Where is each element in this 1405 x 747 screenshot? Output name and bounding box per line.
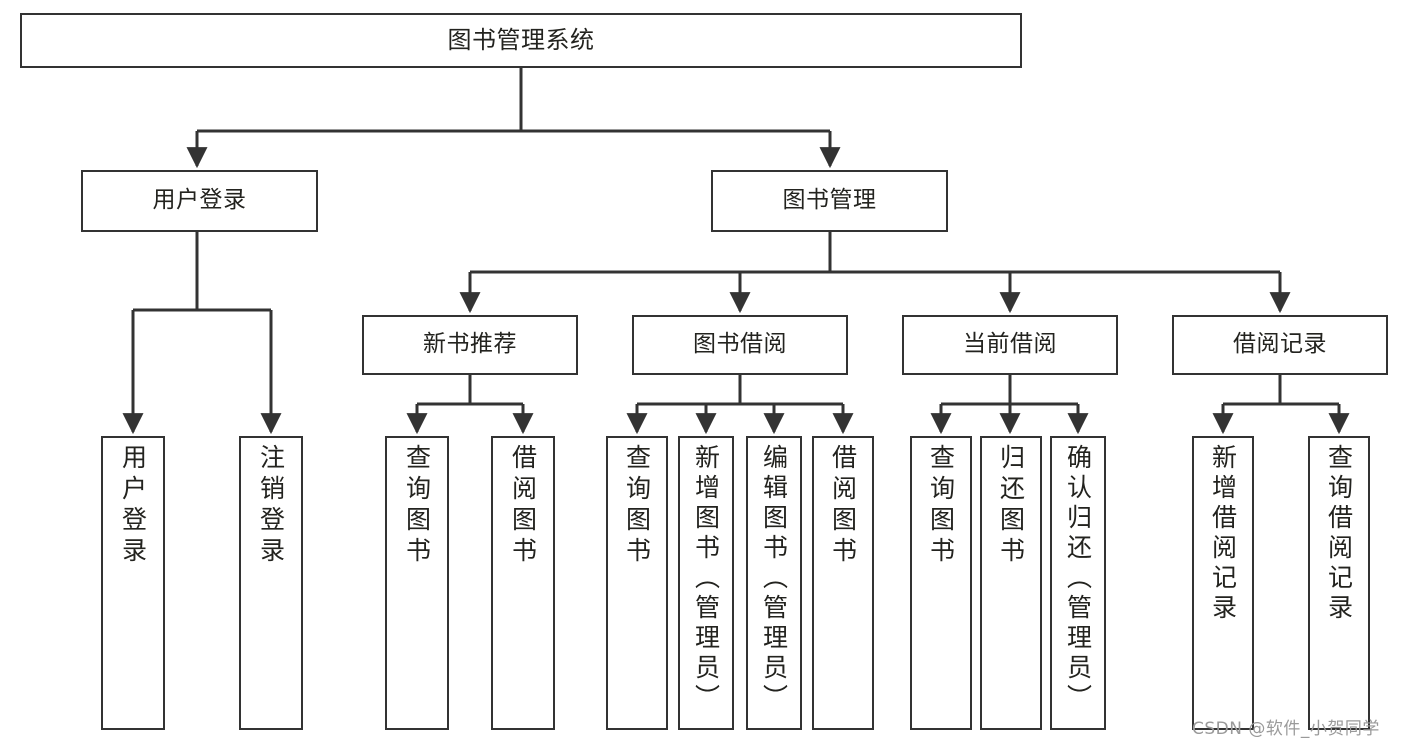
node-new-book-recommend[interactable]: 新书推荐 [362,315,578,375]
csdn-watermark: CSDN @软件_小贺同学 [1192,719,1380,739]
node-leaf-confirm-return-label: 确认归还（管理员） [1063,444,1093,714]
node-leaf-logout[interactable]: 注销登录 [239,436,303,730]
node-leaf-borrow-book-1-label: 借阅图书 [508,444,538,568]
node-leaf-query-book-1[interactable]: 查询图书 [385,436,449,730]
node-leaf-add-record-label: 新增借阅记录 [1208,444,1238,624]
node-borrow-record-label: 借阅记录 [1233,331,1327,358]
node-leaf-borrow-book-2-label: 借阅图书 [828,444,858,568]
node-leaf-add-record[interactable]: 新增借阅记录 [1192,436,1254,730]
node-leaf-return-book-label: 归还图书 [996,444,1026,568]
node-current-borrow-label: 当前借阅 [963,331,1057,358]
node-book-manage[interactable]: 图书管理 [711,170,948,232]
node-leaf-logout-label: 注销登录 [256,444,286,568]
node-new-book-recommend-label: 新书推荐 [423,331,517,358]
node-user-login-label: 用户登录 [152,187,247,214]
node-book-borrow[interactable]: 图书借阅 [632,315,848,375]
node-current-borrow[interactable]: 当前借阅 [902,315,1118,375]
node-book-manage-label: 图书管理 [782,187,877,214]
node-leaf-borrow-book-1[interactable]: 借阅图书 [491,436,555,730]
node-root-label: 图书管理系统 [447,26,595,55]
node-leaf-edit-book-label: 编辑图书（管理员） [759,444,789,714]
node-leaf-query-book-3[interactable]: 查询图书 [910,436,972,730]
node-root[interactable]: 图书管理系统 [20,13,1022,68]
node-leaf-edit-book[interactable]: 编辑图书（管理员） [746,436,802,730]
node-leaf-query-book-1-label: 查询图书 [402,444,432,568]
node-leaf-query-record[interactable]: 查询借阅记录 [1308,436,1370,730]
node-leaf-query-book-2-label: 查询图书 [622,444,652,568]
node-leaf-query-book-2[interactable]: 查询图书 [606,436,668,730]
node-leaf-user-login[interactable]: 用户登录 [101,436,165,730]
node-leaf-query-record-label: 查询借阅记录 [1324,444,1354,624]
node-leaf-query-book-3-label: 查询图书 [926,444,956,568]
node-leaf-add-book-label: 新增图书（管理员） [691,444,721,714]
node-leaf-borrow-book-2[interactable]: 借阅图书 [812,436,874,730]
node-user-login[interactable]: 用户登录 [81,170,318,232]
node-borrow-record[interactable]: 借阅记录 [1172,315,1388,375]
node-book-borrow-label: 图书借阅 [693,331,787,358]
node-leaf-add-book[interactable]: 新增图书（管理员） [678,436,734,730]
node-leaf-return-book[interactable]: 归还图书 [980,436,1042,730]
node-leaf-user-login-label: 用户登录 [118,444,148,568]
node-leaf-confirm-return[interactable]: 确认归还（管理员） [1050,436,1106,730]
